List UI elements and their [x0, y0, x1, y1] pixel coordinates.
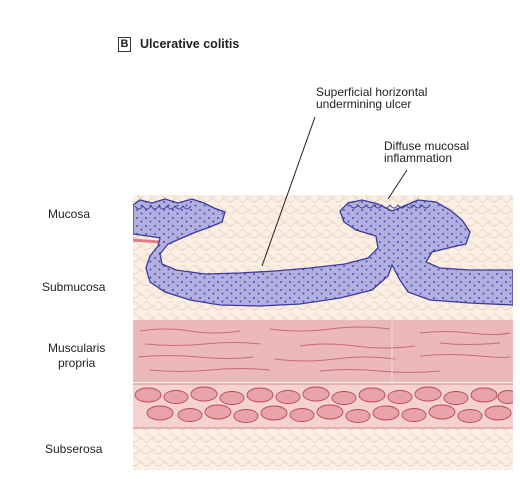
crypt-surface-right	[349, 204, 431, 209]
muscularis-boundary-line	[133, 383, 513, 429]
cell-clusters	[134, 386, 513, 423]
label-muscularis-propria: Muscularis propria	[48, 341, 105, 371]
panel-letter-box: B	[118, 37, 131, 52]
label-subserosa: Subserosa	[45, 442, 103, 456]
inflammation-callout: Diffuse mucosal inflammation	[384, 140, 469, 164]
muscle-fibres	[137, 326, 511, 373]
ulcer-callout-line1: Superficial horizontal	[316, 85, 428, 99]
label-muscularis-line2: propria	[58, 356, 96, 370]
muscularis-propria-layer	[133, 320, 513, 382]
ulcer-leader-line	[261, 116, 316, 267]
crypt-surface-left	[134, 205, 192, 210]
ulcer-callout: Superficial horizontal undermining ulcer	[316, 86, 427, 110]
panel-title: Ulcerative colitis	[140, 37, 240, 51]
inflammation-callout-line2: inflammation	[384, 151, 453, 165]
label-mucosa: Mucosa	[48, 207, 91, 221]
label-submucosa: Submucosa	[42, 280, 106, 294]
inflammation-callout-line1: Diffuse mucosal	[384, 139, 470, 153]
inflamed-mucosa	[133, 198, 513, 307]
inflammation-leader-line	[387, 169, 408, 200]
ulcer-callout-line2: undermining ulcer	[316, 97, 412, 111]
label-muscularis-line1: Muscularis	[48, 341, 106, 355]
